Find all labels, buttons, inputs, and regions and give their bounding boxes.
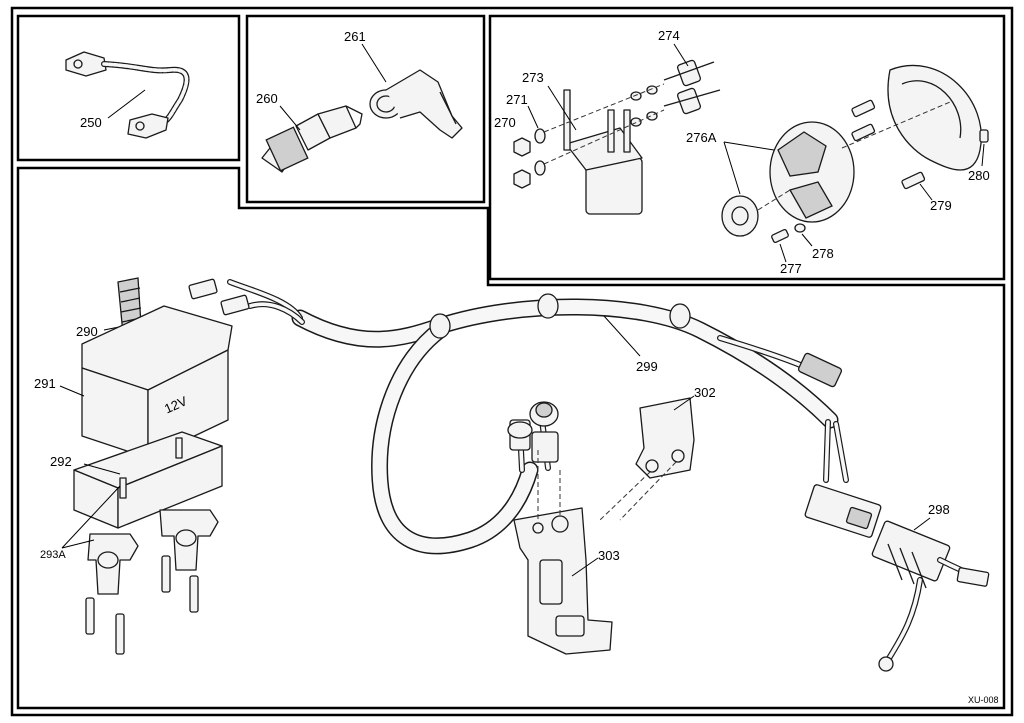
callout-280: 280	[968, 168, 990, 183]
battery-tray-292: 292	[50, 431, 223, 529]
callout-273: 273	[522, 70, 544, 85]
callout-292: 292	[50, 454, 72, 469]
stator-276a: 276A	[686, 121, 855, 237]
pin-280: 280	[968, 129, 990, 183]
bracket-303: 303	[513, 450, 620, 655]
callout-290: 290	[76, 324, 98, 339]
spark-plug-260: 260	[256, 91, 363, 173]
washer-271: 271	[506, 92, 546, 176]
bolt-279: 279	[919, 183, 952, 213]
callout-260: 260	[256, 91, 278, 106]
callout-299: 299	[636, 359, 658, 374]
callout-250: 250	[80, 115, 102, 130]
callout-277: 277	[780, 261, 802, 276]
harness-connector	[804, 419, 882, 538]
nut-270: 270	[494, 115, 531, 189]
flywheel-cover	[841, 64, 982, 190]
clamps-293a: 293A	[40, 485, 219, 655]
callout-276a: 276A	[686, 130, 717, 145]
callout-302: 302	[694, 385, 716, 400]
mount-274: 274	[543, 28, 721, 165]
drawing-code: XU-008	[968, 695, 999, 705]
spark-plug-boot-261: 261	[344, 29, 463, 139]
callout-291: 291	[34, 376, 56, 391]
ground-strap-250: 250	[65, 51, 190, 139]
callout-278: 278	[812, 246, 834, 261]
connector-cable-298: 298	[871, 502, 990, 672]
callout-279: 279	[930, 198, 952, 213]
callout-271: 271	[506, 92, 528, 107]
harness-switches	[507, 401, 559, 473]
callout-293a: 293A	[40, 549, 66, 561]
callout-303: 303	[598, 548, 620, 563]
callout-270: 270	[494, 115, 516, 130]
callout-261: 261	[344, 29, 366, 44]
callout-298: 298	[928, 502, 950, 517]
washer-278: 278	[794, 223, 834, 261]
panel-main-harness	[16, 166, 1006, 710]
screw-277: 277	[771, 229, 802, 276]
panel-ground-strap	[16, 14, 241, 162]
ignition-coil-273: 273	[522, 70, 643, 215]
bracket-302: 302	[599, 385, 716, 521]
outer-frame	[10, 6, 1014, 717]
callout-274: 274	[658, 28, 680, 43]
wire-harness-299: 299	[188, 278, 843, 555]
battery-291: 12V 291	[34, 305, 233, 459]
